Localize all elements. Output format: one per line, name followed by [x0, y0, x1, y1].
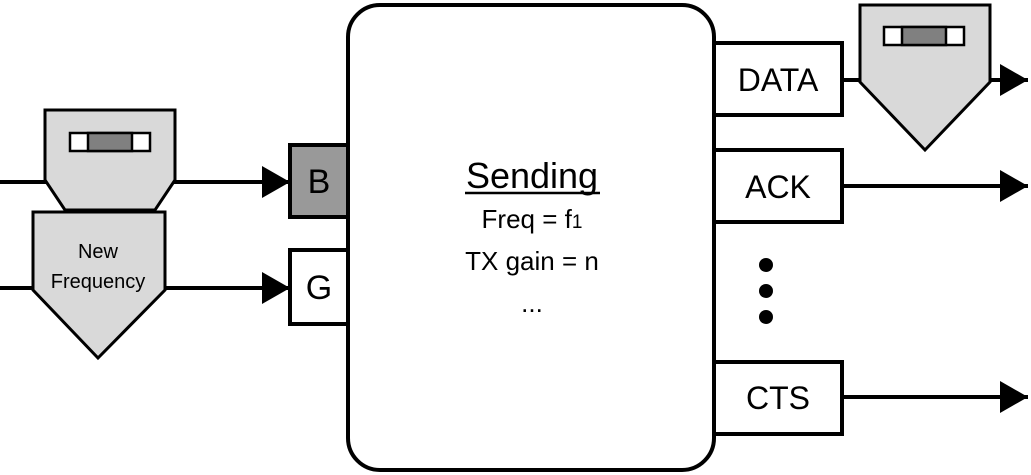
state-title: Sending	[466, 155, 598, 196]
arrowhead-b	[262, 166, 290, 198]
output-port-data-label: DATA	[738, 62, 819, 98]
state-tx-gain: TX gain = n	[465, 246, 599, 276]
output-port-cts	[712, 360, 844, 436]
arrowhead-data	[1000, 64, 1028, 96]
input-port-b-label: B	[308, 163, 331, 201]
more-outputs-dot	[759, 258, 773, 272]
output-port-ack-label: ACK	[745, 169, 811, 205]
new-frequency-pentagon: New Frequency	[31, 210, 167, 361]
sensor-pentagon-left	[43, 108, 177, 212]
input-port-g-label: G	[306, 269, 332, 307]
arrowhead-cts	[1000, 381, 1028, 413]
arrowhead-g	[262, 272, 290, 304]
state-box-sending	[346, 3, 716, 472]
new-frequency-line1: New	[78, 241, 119, 263]
more-outputs-dot	[759, 284, 773, 298]
output-port-ack	[712, 148, 844, 224]
more-outputs-dot	[759, 310, 773, 324]
arrowhead-ack	[1000, 170, 1028, 202]
output-port-cts-label: CTS	[746, 380, 810, 416]
new-frequency-line2: Frequency	[51, 271, 146, 293]
sensor-pentagon-right	[858, 3, 992, 153]
state-freq: Freq = f1	[482, 204, 583, 234]
state-ellipsis: ...	[521, 288, 543, 318]
